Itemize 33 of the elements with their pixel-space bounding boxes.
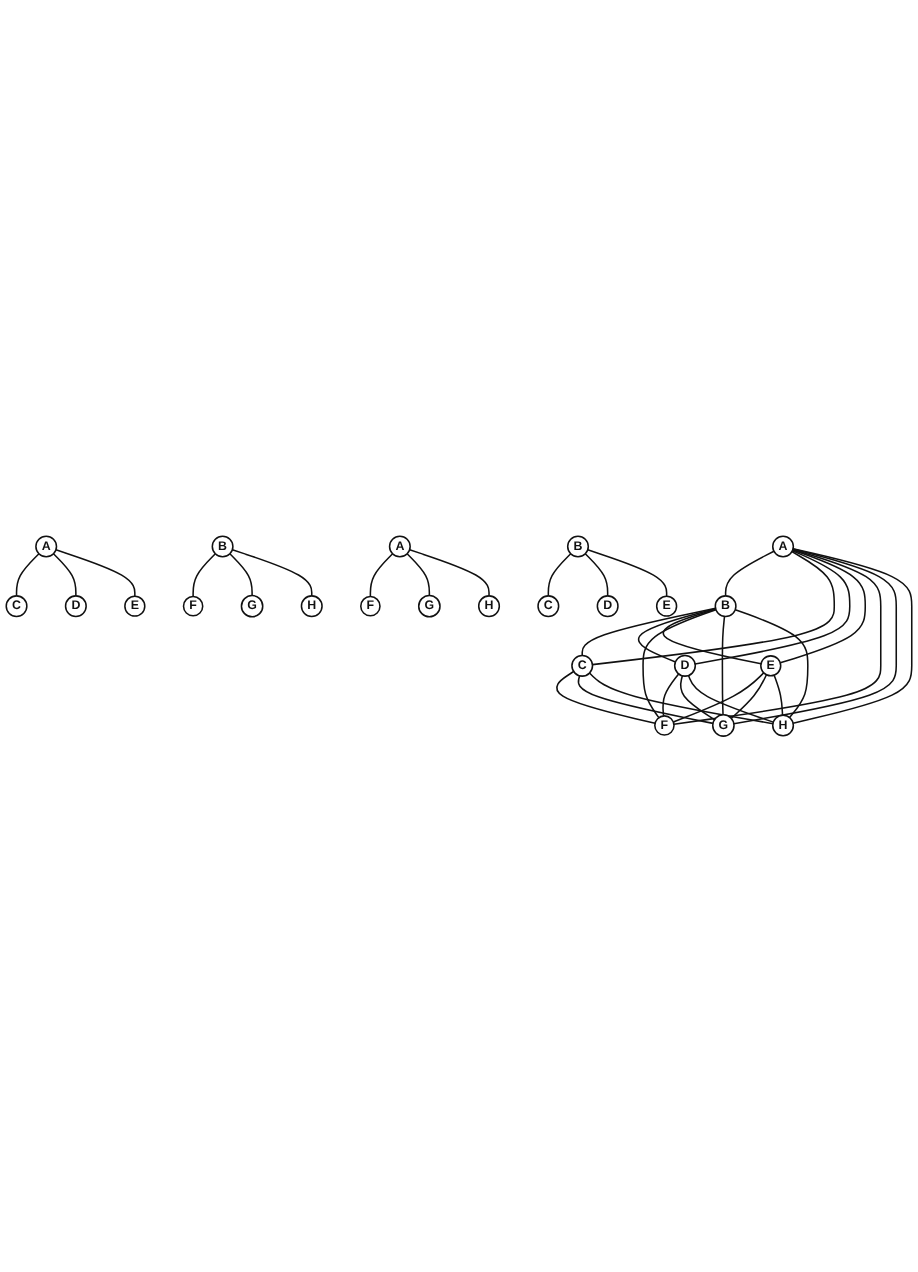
- connector: [556, 670, 656, 724]
- connector: [588, 672, 774, 725]
- connector: [792, 547, 913, 724]
- connector: [672, 671, 765, 723]
- connector: [547, 552, 572, 597]
- connector: [730, 673, 768, 719]
- connector: [581, 607, 717, 657]
- connector: [192, 552, 217, 598]
- connector: [779, 549, 867, 664]
- connector: [724, 550, 775, 597]
- connector: [229, 552, 253, 597]
- connector: [662, 673, 680, 717]
- connector: [369, 552, 394, 598]
- connector: [52, 552, 77, 597]
- connector: [773, 674, 784, 716]
- connector: [406, 552, 431, 597]
- connector: [679, 674, 716, 721]
- connector: [15, 552, 40, 597]
- connector: [587, 548, 668, 597]
- connector: [687, 674, 775, 723]
- connector: [662, 608, 762, 665]
- connector: [231, 548, 313, 597]
- connector: [55, 548, 136, 597]
- connector: [577, 674, 714, 724]
- connector: [584, 552, 609, 597]
- connector: [408, 548, 490, 597]
- connector: [733, 548, 898, 725]
- connector: [637, 607, 717, 663]
- connector: [721, 615, 726, 716]
- connector: [734, 608, 809, 719]
- connector: [591, 550, 836, 666]
- connector: [642, 608, 717, 719]
- connector: [694, 549, 851, 665]
